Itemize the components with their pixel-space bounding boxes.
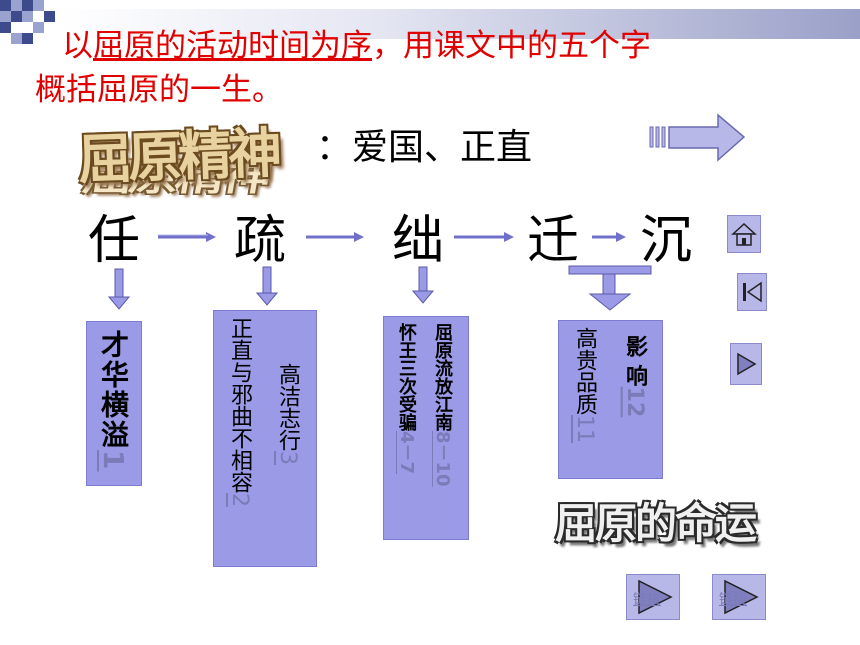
corner-square xyxy=(33,0,44,11)
arrow-right xyxy=(454,232,514,242)
stage-chu: 绌 xyxy=(392,211,445,271)
box-influence: 影 响12 高贵品质11 xyxy=(558,320,663,479)
link-button-2-label: 链接 xyxy=(719,592,747,608)
play-icon xyxy=(724,579,759,615)
arrow-down xyxy=(256,266,278,306)
box-influence-col-b: 高贵品质11 xyxy=(572,327,597,443)
corner-square xyxy=(22,33,33,44)
corner-square xyxy=(11,33,22,44)
link-button-2[interactable]: 链接 xyxy=(712,574,766,620)
link-1[interactable]: 1 xyxy=(97,450,130,472)
stage-ren: 任 xyxy=(88,211,141,271)
header-gradient-bar xyxy=(58,9,860,39)
intro-question: 以屈原的活动时间为序，用课文中的五个字 概括屈原的一生。 xyxy=(35,24,842,112)
spirit-art-title: 屈原精神 xyxy=(77,120,280,192)
box-integrity-col-b: 正直与邪曲不相容2 xyxy=(227,317,252,507)
link-12[interactable]: 12 xyxy=(622,386,647,418)
play-icon xyxy=(737,352,757,376)
arrow-right xyxy=(158,232,216,242)
fate-art-title: 屈原的命运 xyxy=(555,499,757,548)
intro-underlined: 屈原的活动时间为序 xyxy=(93,28,372,64)
corner-square xyxy=(33,22,44,33)
stage-shu: 疏 xyxy=(234,211,287,271)
arrow-down-tee xyxy=(568,265,652,311)
big-right-arrow-icon[interactable] xyxy=(648,112,748,164)
box-talent-text: 才华横溢1 xyxy=(97,330,130,472)
home-button[interactable] xyxy=(727,215,761,253)
intro-suffix: ，用课文中的五个字 xyxy=(372,28,651,64)
corner-square xyxy=(22,0,33,11)
home-icon xyxy=(731,222,757,246)
play-button[interactable] xyxy=(730,343,762,385)
corner-square xyxy=(0,11,11,22)
stage-chen: 沉 xyxy=(640,211,693,271)
first-slide-button[interactable] xyxy=(737,273,767,311)
box-integrity-col-a: 高洁志行3 xyxy=(275,363,300,465)
intro-line2: 概括屈原的一生。 xyxy=(35,72,283,108)
play-icon xyxy=(638,579,673,615)
link-8-10[interactable]: 8－10 xyxy=(432,431,453,487)
arrow-right xyxy=(306,232,364,242)
spirit-text: ：爱国、正直 xyxy=(316,127,533,168)
box-exile-col-a: 屈原流放江南8－10 xyxy=(432,323,453,487)
link-4-7[interactable]: 4－7 xyxy=(396,431,417,475)
arrow-down xyxy=(412,266,434,304)
link-3[interactable]: 3 xyxy=(275,451,300,465)
box-integrity: 高洁志行3 正直与邪曲不相容2 xyxy=(213,310,317,567)
link-11[interactable]: 11 xyxy=(572,415,597,443)
arrow-down xyxy=(108,268,130,310)
box-exile-col-b: 怀王三次受骗4－7 xyxy=(396,323,417,475)
box-exile: 屈原流放江南8－10 怀王三次受骗4－7 xyxy=(383,316,469,540)
corner-square xyxy=(11,11,22,22)
corner-square xyxy=(11,0,22,11)
link-button-1-label: 链接 xyxy=(633,592,661,608)
arrow-right xyxy=(592,232,626,242)
box-influence-col-a: 影 响12 xyxy=(622,335,647,418)
link-button-1[interactable]: 链接 xyxy=(626,574,680,620)
box-talent: 才华横溢1 xyxy=(86,321,142,486)
corner-square xyxy=(0,0,11,11)
corner-square xyxy=(44,11,55,22)
intro-prefix: 以 xyxy=(62,28,93,64)
corner-square xyxy=(22,11,33,22)
link-2[interactable]: 2 xyxy=(227,493,252,507)
first-slide-icon xyxy=(743,281,762,303)
corner-square xyxy=(0,22,11,33)
stage-qian: 迁 xyxy=(527,211,580,271)
